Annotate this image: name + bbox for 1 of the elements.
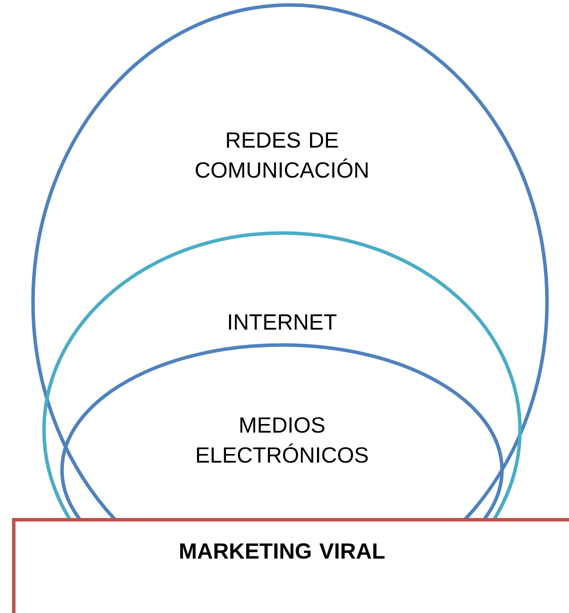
banner-box: MARKETING VIRAL: [12, 518, 569, 613]
